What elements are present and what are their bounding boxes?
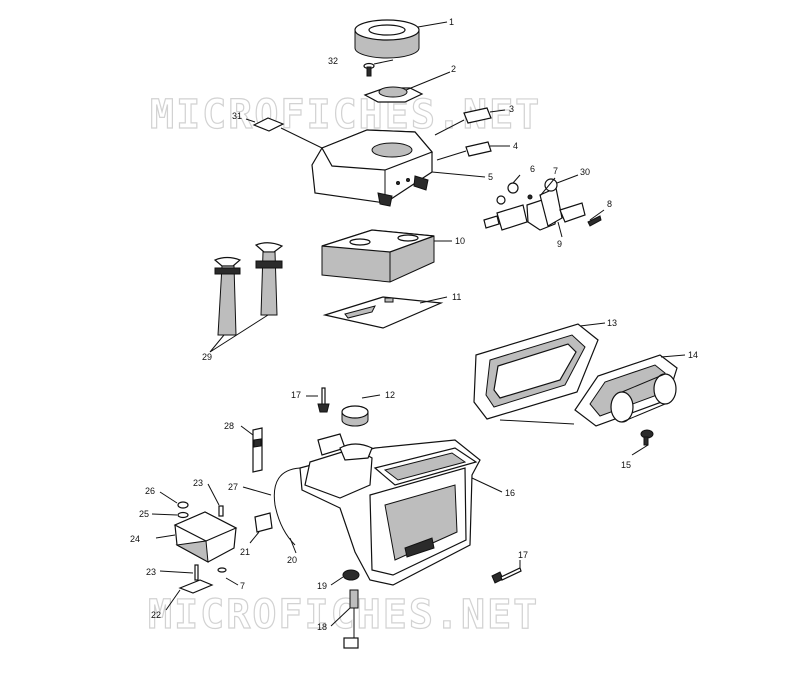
- callout-15: 15: [621, 460, 631, 470]
- parts-6-9-30-bracket: [483, 178, 602, 231]
- callout-25: 25: [139, 509, 149, 519]
- parts-22-26-module: [173, 501, 238, 594]
- part-11-plate: [322, 296, 444, 329]
- callout-18: 18: [317, 622, 327, 632]
- callout-26: 26: [145, 486, 155, 496]
- part-19-grommet: [342, 569, 360, 581]
- callout-10: 10: [455, 236, 465, 246]
- part-32-screw: [363, 62, 375, 77]
- callout-9: 9: [557, 239, 562, 249]
- callout-2: 2: [451, 64, 456, 74]
- part-27-hose: [273, 467, 301, 546]
- callout-8: 8: [607, 199, 612, 209]
- callout-numbers: 1 2 3 4 5 6 7 8 9 10 11 12 13 14 15 16 1…: [130, 17, 698, 632]
- part-10-filter: [321, 229, 435, 283]
- part-15-screw: [640, 429, 654, 446]
- part-29-intake-tubes: [213, 242, 284, 336]
- callout-31: 31: [232, 111, 242, 121]
- callout-7b: 7: [240, 581, 245, 591]
- callout-27: 27: [228, 482, 238, 492]
- part-18-sensor: [343, 589, 359, 649]
- callout-17b: 17: [518, 550, 528, 560]
- part-17-bolts: [317, 387, 522, 584]
- callout-24: 24: [130, 534, 140, 544]
- part-31-decal: [252, 117, 285, 132]
- callout-19: 19: [317, 581, 327, 591]
- callout-1: 1: [449, 17, 454, 27]
- callout-16: 16: [505, 488, 515, 498]
- callout-23a: 23: [193, 478, 203, 488]
- part-21-decal: [254, 512, 273, 533]
- part-3-decal: [463, 107, 492, 124]
- callout-30: 30: [580, 167, 590, 177]
- part-16-airbox: [299, 433, 481, 586]
- part-13-gasket: [473, 323, 599, 420]
- part-12-cap: [341, 405, 369, 427]
- part-1-ring: [354, 19, 420, 59]
- callout-4: 4: [513, 141, 518, 151]
- watermark-bottom: MICROFICHES.NET: [148, 592, 539, 638]
- callout-21: 21: [240, 547, 250, 557]
- callout-3: 3: [509, 104, 514, 114]
- callout-28: 28: [224, 421, 234, 431]
- callout-23b: 23: [146, 567, 156, 577]
- callout-12: 12: [385, 390, 395, 400]
- callout-17a: 17: [291, 390, 301, 400]
- part-5-airbox-cover: [311, 129, 434, 207]
- callout-6: 6: [530, 164, 535, 174]
- part-14-duct: [574, 354, 678, 427]
- callout-14: 14: [688, 350, 698, 360]
- callout-11: 11: [452, 292, 461, 302]
- part-28-clamp: [252, 427, 263, 473]
- callout-20: 20: [287, 555, 297, 565]
- callout-32: 32: [328, 56, 338, 66]
- part-4-decal: [465, 141, 492, 157]
- callout-5: 5: [488, 172, 493, 182]
- callout-29: 29: [202, 352, 212, 362]
- callout-13: 13: [607, 318, 617, 328]
- part-2-adapter: [363, 86, 424, 103]
- callout-22: 22: [151, 610, 161, 620]
- callout-7: 7: [553, 166, 558, 176]
- leader-lines: [151, 21, 686, 627]
